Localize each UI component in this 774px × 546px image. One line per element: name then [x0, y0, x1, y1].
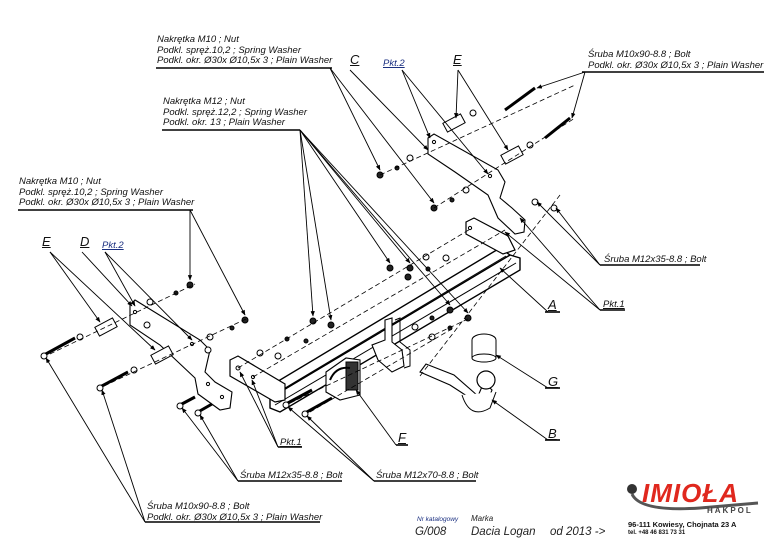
callout-bolt-m12x35-right: Śruba M12x35-8.8 ; Bolt	[604, 254, 707, 265]
catalog-number-label: Nr katalogowy	[417, 516, 459, 523]
brand-label: Marka	[471, 514, 494, 523]
right-bracket-c	[427, 133, 526, 235]
callout-line: Podkl. okr. 13 ; Plain Washer	[163, 117, 285, 128]
callout-line: Podkl. spręż.12,2 ; Spring Washer	[163, 106, 307, 118]
brand-value: Dacia Logan	[471, 526, 536, 538]
callout-line: Podkl. spręż.10,2 ; Spring Washer	[157, 44, 301, 56]
callout-line: Nakrętka M10 ; Nut	[157, 34, 239, 45]
company-logo: IMIOŁA	[642, 478, 739, 508]
part-label-c: C	[350, 52, 360, 67]
leader-lines	[45, 67, 601, 523]
right-end-plate	[465, 217, 516, 255]
callout-line: Śruba M10x90-8.8 ; Bolt	[588, 49, 691, 60]
part-label-g: G	[548, 374, 559, 389]
callout-line: Śruba M10x90-8.8 ; Bolt	[147, 501, 250, 512]
callout-bolt-m10-top-right: Śruba M10x90-8.8 ; Bolt Podkl. okr. Ø30x…	[588, 49, 764, 71]
left-bracket-d	[129, 299, 233, 411]
callout-nut-m12: Nakrętka M12 ; Nut Podkl. spręż.12,2 ; S…	[163, 96, 307, 129]
center-bracket	[371, 317, 405, 373]
point-label-pkt2-top: Pkt.2	[383, 58, 405, 69]
part-label-e-left: E	[42, 234, 51, 249]
point-label-pkt1-bottom: Pkt.1	[280, 437, 302, 448]
model-year: od 2013 ->	[550, 526, 606, 538]
part-label-e-top: E	[453, 52, 462, 67]
callout-line: Podkl. spręż.10,2 ; Spring Washer	[19, 186, 163, 198]
part-label-d: D	[80, 234, 90, 249]
callout-bolt-m10-bottom-left: Śruba M10x90-8.8 ; Bolt Podkl. okr. Ø30x…	[147, 501, 323, 523]
callout-nut-m10-left: Nakrętka M10 ; Nut Podkl. spręż.10,2 ; S…	[19, 176, 195, 209]
callout-line: Podkl. okr. Ø30x Ø10,5x 3 ; Plain Washer	[588, 59, 764, 71]
assembly-axes	[49, 84, 576, 413]
part-label-b: B	[548, 426, 557, 441]
point-label-pkt2-left: Pkt.2	[102, 240, 124, 251]
label-underlines	[18, 67, 764, 523]
part-label-a: A	[548, 297, 557, 312]
left-end-plate	[229, 355, 286, 403]
callout-nut-m10-top: Nakrętka M10 ; Nut Podkl. spręż.10,2 ; S…	[157, 34, 333, 67]
callout-bolt-m12x70: Śruba M12x70-8.8 ; Bolt	[376, 470, 479, 481]
callout-line: Podkl. okr. Ø30x Ø10,5x 3 ; Plain Washer	[19, 197, 195, 208]
part-label-f: F	[398, 430, 406, 445]
company-phone: tel. +48 46 831 73 31	[628, 530, 686, 536]
point-label-pkt1-right: Pkt.1	[603, 299, 625, 310]
callout-line: Nakrętka M12 ; Nut	[163, 96, 245, 107]
company-logo-sub: HAKPOL	[707, 506, 753, 515]
callout-line: Podkl. okr. Ø30x Ø10,5x 3 ; Plain Washer	[147, 511, 323, 523]
catalog-number-value: G/008	[415, 526, 447, 538]
towball-b	[419, 363, 497, 413]
callout-line: Podkl. okr. Ø30x Ø10,5x 3 ; Plain Washer	[157, 55, 333, 66]
callout-bolt-m12x35-bottom: Śruba M12x35-8.8 ; Bolt	[240, 470, 343, 481]
ball-cap-g	[471, 333, 497, 363]
logo-graphic	[627, 484, 759, 511]
callout-line: Nakrętka M10 ; Nut	[19, 176, 101, 187]
left-spacers-bolts	[40, 317, 213, 417]
company-address: 96-111 Kowiesy, Chojnata 23 A	[628, 520, 737, 529]
